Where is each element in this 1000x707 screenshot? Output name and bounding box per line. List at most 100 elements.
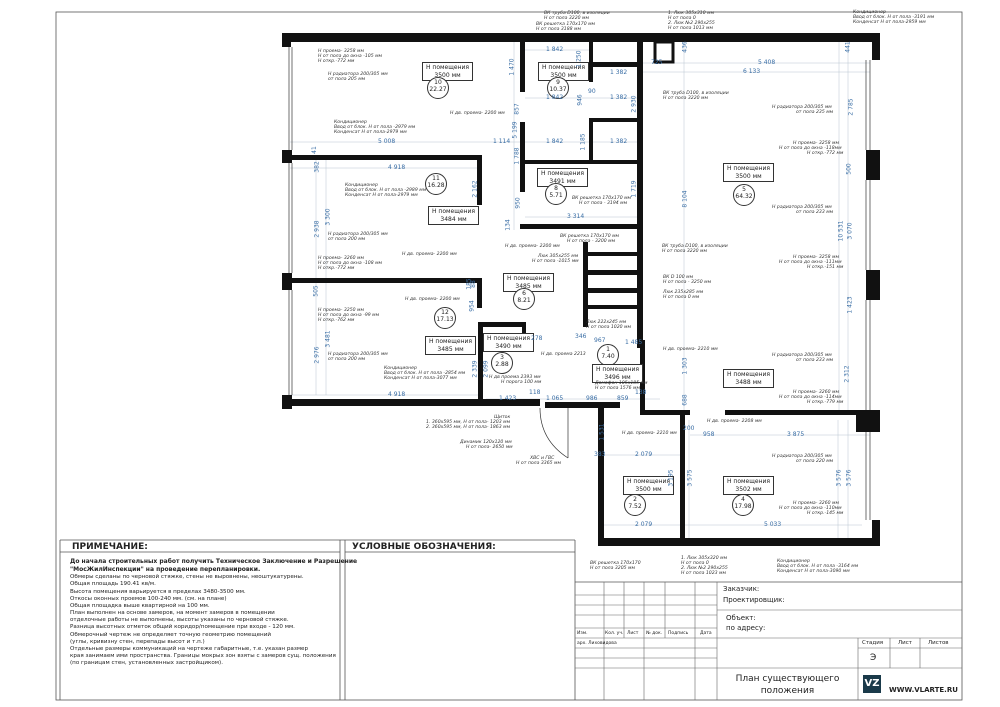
annotation: Н откр.-772 мм [318, 59, 355, 64]
dimension: 90 [588, 88, 596, 95]
sheets-label: Листов [928, 640, 949, 646]
dimension: 436 [681, 41, 689, 53]
dimension: 967 [594, 337, 606, 344]
annotation: Н дв. проема- 2200 мм [405, 297, 460, 302]
dimension: 6 133 [743, 68, 761, 75]
annotation: Н откр.-772 мм [318, 266, 355, 271]
annotation: 1. 360х595 мм, Н от пола- 1203 мм [426, 420, 511, 425]
object-label: Объект: [726, 614, 756, 622]
annotation: Н от пола - 3200 мм [567, 239, 616, 244]
annotation: Н от пола 3205 мм [590, 566, 635, 571]
sheet-label: Лист [898, 640, 912, 646]
dimension: 1 114 [493, 138, 511, 145]
address-label: по адресу: [726, 624, 766, 632]
dimension: 441 [844, 41, 852, 53]
annotation: Н радиатора 200/305 мм [772, 105, 832, 110]
annotation: ВК D 100 мм [663, 275, 694, 280]
annotation: Кондиционер [334, 120, 367, 125]
annotation: Н радиатора 200/305 мм [772, 454, 832, 459]
dimension: 1 382 [610, 94, 628, 101]
annotation: Н проема- 3258 мм [793, 255, 839, 260]
legend-title: УСЛОВНЫЕ ОБОЗНАЧЕНИЯ: [352, 542, 496, 552]
dimension: 5 199 [511, 121, 519, 139]
dimension: 3 575 [686, 469, 694, 487]
annotation: Н проема- 3260 мм [793, 501, 839, 506]
annotation: 1. Люк 305х310 мм [668, 11, 715, 16]
column-header: Изм. [577, 631, 588, 636]
dimension: 986 [586, 395, 598, 402]
annotation: Кондиционер [384, 366, 417, 371]
dimension: 134 [504, 219, 512, 231]
dimension: 3 576 [845, 469, 853, 487]
annotation: Н радиатора 200/305 мм [328, 232, 388, 237]
annotation: Н дв. проема- 2210 мм [663, 347, 718, 352]
remark-line: Отдельные размеры коммуникаций на чертеж… [70, 645, 309, 652]
remark-line: Обмеры сделаны по черновой стяжке, стены… [70, 574, 304, 581]
dimension: 138 [635, 389, 647, 396]
remark-line: края занимаем ими пространства. Границы … [70, 653, 336, 660]
annotation: Н от пола до окна -99 мм [318, 313, 380, 318]
annotation: Н от пола 0 [681, 561, 709, 566]
dimension: 10 531 [837, 220, 845, 242]
dimension: 383 [594, 451, 606, 458]
annotation: Конденсат Н от пола-3090 мм [777, 569, 850, 574]
dimension: 954 [468, 300, 476, 312]
annotation: Н дв. проема- 2208 мм [707, 419, 762, 424]
annotation: Н от пола 3365 мм [516, 461, 561, 466]
remark-line: Разница высотных отметок общий коридор/п… [70, 624, 295, 631]
dimension: 382 [313, 161, 321, 173]
dimension: 3 576 [835, 469, 843, 487]
annotation: Конденсат Н от пола-3077 мм [384, 376, 457, 381]
annotation: от пола 205 мм [328, 77, 366, 82]
annotation: Н дв проема 2393 мм [489, 375, 541, 380]
dimension: 5 008 [378, 138, 396, 145]
dimension: 1 485 [625, 339, 643, 346]
dimension: 278 [531, 335, 543, 342]
dimension: 950 [514, 197, 522, 209]
dimension: 2 312 [843, 365, 851, 383]
dimension: 2 976 [313, 346, 321, 364]
remark-line: (углы, кривизну стен, перепады высот и т… [70, 638, 205, 645]
annotation: ВК решетка 170х170 мм [572, 196, 632, 201]
annotation: Н от пола 0 [668, 16, 696, 21]
customer-label: Заказчик: [723, 585, 760, 593]
dimension: 2 938 [313, 220, 321, 238]
dimension: 3 070 [846, 222, 854, 240]
annotation: Н от пола 3188 мм [536, 27, 581, 32]
remark-line: Откосы оконных проемов 100-240 мм. (см. … [70, 595, 227, 602]
annotation: Кондиционер [345, 183, 378, 188]
annotation: Н откр.-151 мм [807, 265, 844, 270]
annotation: Конденсат Н от пола-2959 мм [853, 20, 926, 25]
annotation: Н порога 100 мм [501, 380, 542, 385]
annotation: Люк 235х285 мм [663, 290, 704, 295]
annotation: ВК решетка 170х170 [590, 561, 641, 566]
annotation: ВК решетка 170х170 мм [536, 22, 596, 27]
dimension: 8 104 [681, 190, 689, 208]
annotation: Люк 305х255 мм [538, 254, 579, 259]
annotation: Н от пола до окна -114мм [779, 395, 842, 400]
annotation: ХВС и ГВС [530, 456, 555, 461]
remark-line: Высота помещения варьируется в пределах … [70, 588, 246, 595]
dimension: 1 382 [610, 69, 628, 76]
annotation: Н проема- 3258 мм [793, 141, 839, 146]
annotation: от пола 220 мм [796, 459, 834, 464]
remark-line: Обмерочный чертеж не определяет точную г… [70, 631, 271, 638]
annotation: 2. 360х595 мм, Н от пола- 1863 мм [426, 425, 511, 430]
annotation: Н от пола -1015 мм [532, 259, 579, 264]
annotation: 2. Люк №2 290х255 [668, 21, 715, 26]
stage-value: Э [870, 653, 877, 663]
annotation: Н радиатора 200/305 мм [328, 72, 388, 77]
